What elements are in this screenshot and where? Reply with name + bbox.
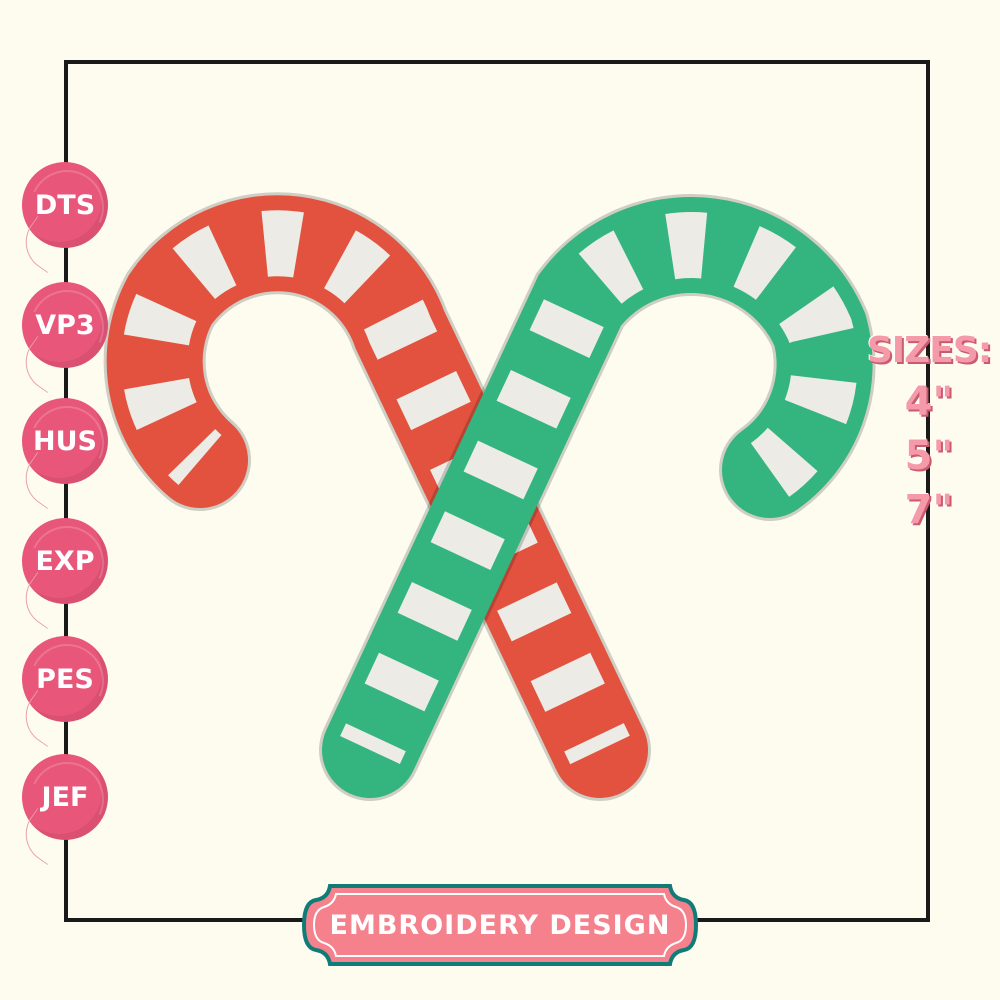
size-option-5in: 5" xyxy=(904,433,954,479)
format-badge-dts: DTS xyxy=(13,162,108,274)
red-candy-cane xyxy=(103,192,651,801)
embroidery-design-banner: EMBROIDERY DESIGN xyxy=(300,882,700,968)
format-badge-label: VP3 xyxy=(35,309,95,341)
format-badge-hus: HUS xyxy=(13,398,108,510)
format-badge-pes: PES xyxy=(13,636,108,748)
green-candy-cane xyxy=(319,194,876,801)
format-badge-label: PES xyxy=(36,663,94,695)
cane-body xyxy=(322,197,873,798)
banner-label: EMBROIDERY DESIGN xyxy=(329,909,671,941)
format-badge-label: EXP xyxy=(35,545,95,577)
format-badge-label: HUS xyxy=(33,425,97,457)
sizes-panel: SIZES: 4" 5" 7" xyxy=(858,330,1000,533)
format-badge-vp3: VP3 xyxy=(13,282,108,394)
cane-stripes xyxy=(121,210,630,765)
format-badge-exp: EXP xyxy=(13,518,108,630)
banner-shape xyxy=(301,884,699,966)
size-option-7in: 7" xyxy=(904,487,954,533)
size-option-4in: 4" xyxy=(904,379,954,425)
format-badge-jef: JEF xyxy=(13,754,108,866)
format-badge-label: JEF xyxy=(41,781,89,813)
sizes-heading: SIZES: xyxy=(866,330,992,371)
format-badge-label: DTS xyxy=(34,189,96,221)
